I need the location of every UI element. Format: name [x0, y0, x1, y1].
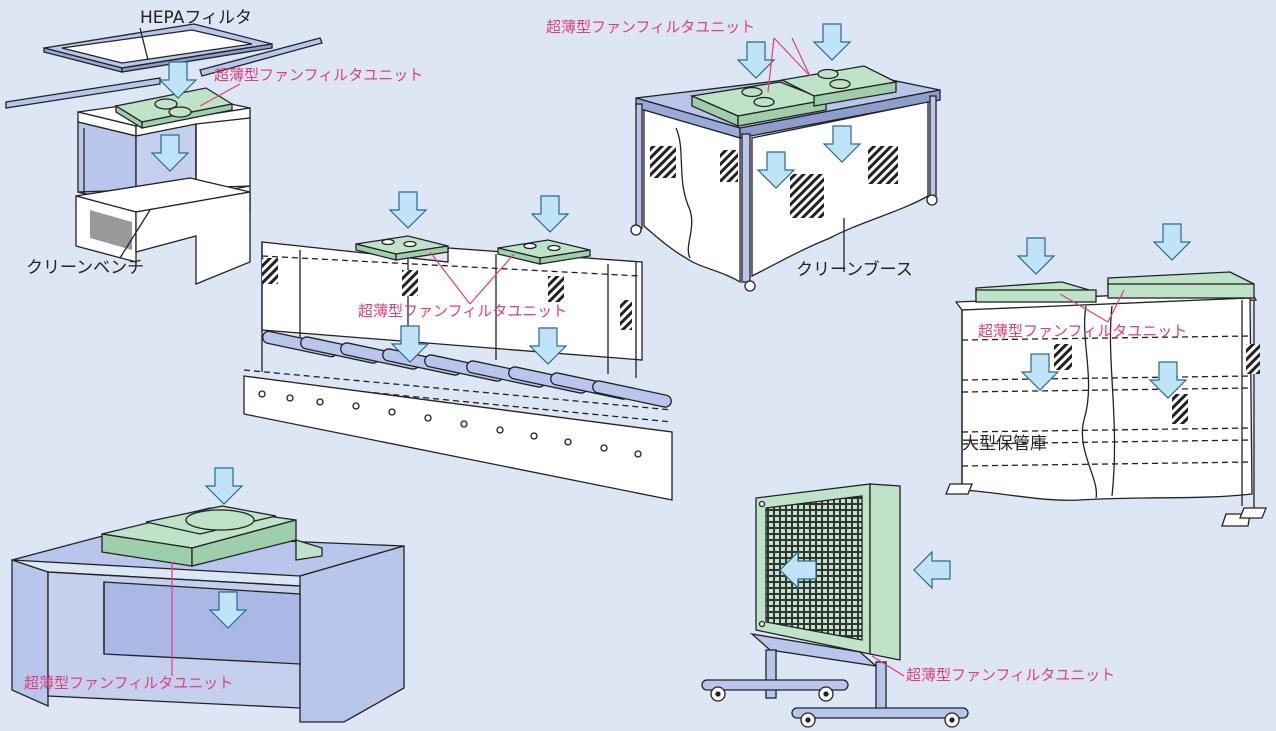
work-table: [11, 505, 405, 723]
down-arrow-icon: [1153, 223, 1191, 261]
conveyor-line: [243, 235, 673, 501]
down-arrow-icon: [737, 41, 775, 79]
clean-bench-label: クリーンベンチ: [26, 258, 145, 278]
down-arrow-icon: [205, 467, 243, 505]
clean-booth-label: クリーンブース: [796, 260, 913, 280]
down-arrow-icon: [531, 195, 569, 233]
hepa-filter-label: HEPAフィルタ: [140, 8, 252, 28]
ffu-label: 超薄型ファンフィルタユニット: [978, 322, 1188, 340]
down-arrow-icon: [1017, 237, 1055, 275]
ffu-label: 超薄型ファンフィルタユニット: [358, 302, 568, 320]
left-arrow-icon: [913, 551, 951, 589]
large-storage: [945, 271, 1267, 527]
clean-booth: [630, 65, 941, 292]
clean-bench: [5, 23, 323, 285]
ffu-label: 超薄型ファンフィルタユニット: [546, 18, 756, 36]
ffu-label: 超薄型ファンフィルタユニット: [906, 666, 1116, 684]
large-storage-label: 大型保管庫: [962, 434, 1047, 454]
mobile-filter-unit: [701, 483, 969, 728]
down-arrow-icon: [389, 191, 427, 229]
ffu-label: 超薄型ファンフィルタユニット: [24, 674, 234, 692]
ffu-label: 超薄型ファンフィルタユニット: [214, 66, 424, 84]
down-arrow-icon: [813, 23, 851, 61]
